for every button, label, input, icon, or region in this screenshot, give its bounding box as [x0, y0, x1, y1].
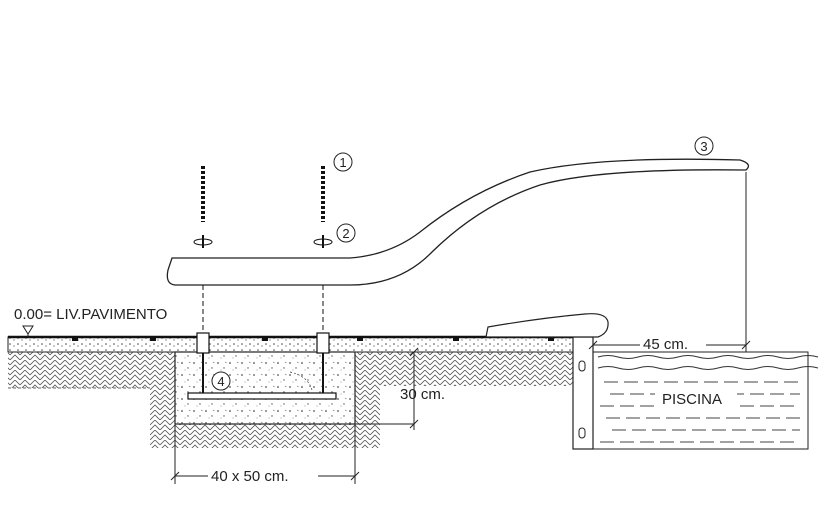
pool: PISCINA	[572, 336, 819, 450]
callout-1: 1	[333, 152, 353, 172]
concrete-footing	[174, 351, 356, 425]
anchor-bolt-left	[193, 166, 213, 398]
anchor-bolt-right	[313, 166, 333, 398]
water-lines	[600, 381, 800, 443]
footing-size-label: 40 x 50 cm.	[211, 468, 289, 485]
board-front-support	[485, 313, 609, 338]
callout-4: 4	[211, 371, 231, 391]
water-waves	[597, 355, 819, 370]
callout-1-label: 1	[339, 155, 346, 170]
embedded-plate	[187, 392, 337, 400]
callout-3-label: 3	[700, 139, 707, 154]
pool-wall-anchor-top	[578, 360, 586, 372]
callout-4-label: 4	[217, 374, 224, 389]
level-label: 0.00= LIV.PAVIMENTO	[14, 306, 167, 323]
footing-size-dimension	[170, 424, 360, 484]
pool-wall-anchor-bottom	[578, 427, 586, 439]
level-marker: 0.00= LIV.PAVIMENTO	[14, 306, 167, 337]
callout-2-label: 2	[342, 226, 349, 241]
diving-board	[166, 158, 750, 286]
pool-label: PISCINA	[662, 391, 722, 408]
callout-3: 3	[694, 136, 714, 156]
callout-2: 2	[336, 223, 356, 243]
overhang-dimension	[588, 172, 751, 352]
pavement-slab	[7, 335, 574, 353]
depth-label: 30 cm.	[400, 386, 445, 403]
depth-dimension	[355, 347, 419, 430]
overhang-label: 45 cm.	[643, 336, 688, 353]
